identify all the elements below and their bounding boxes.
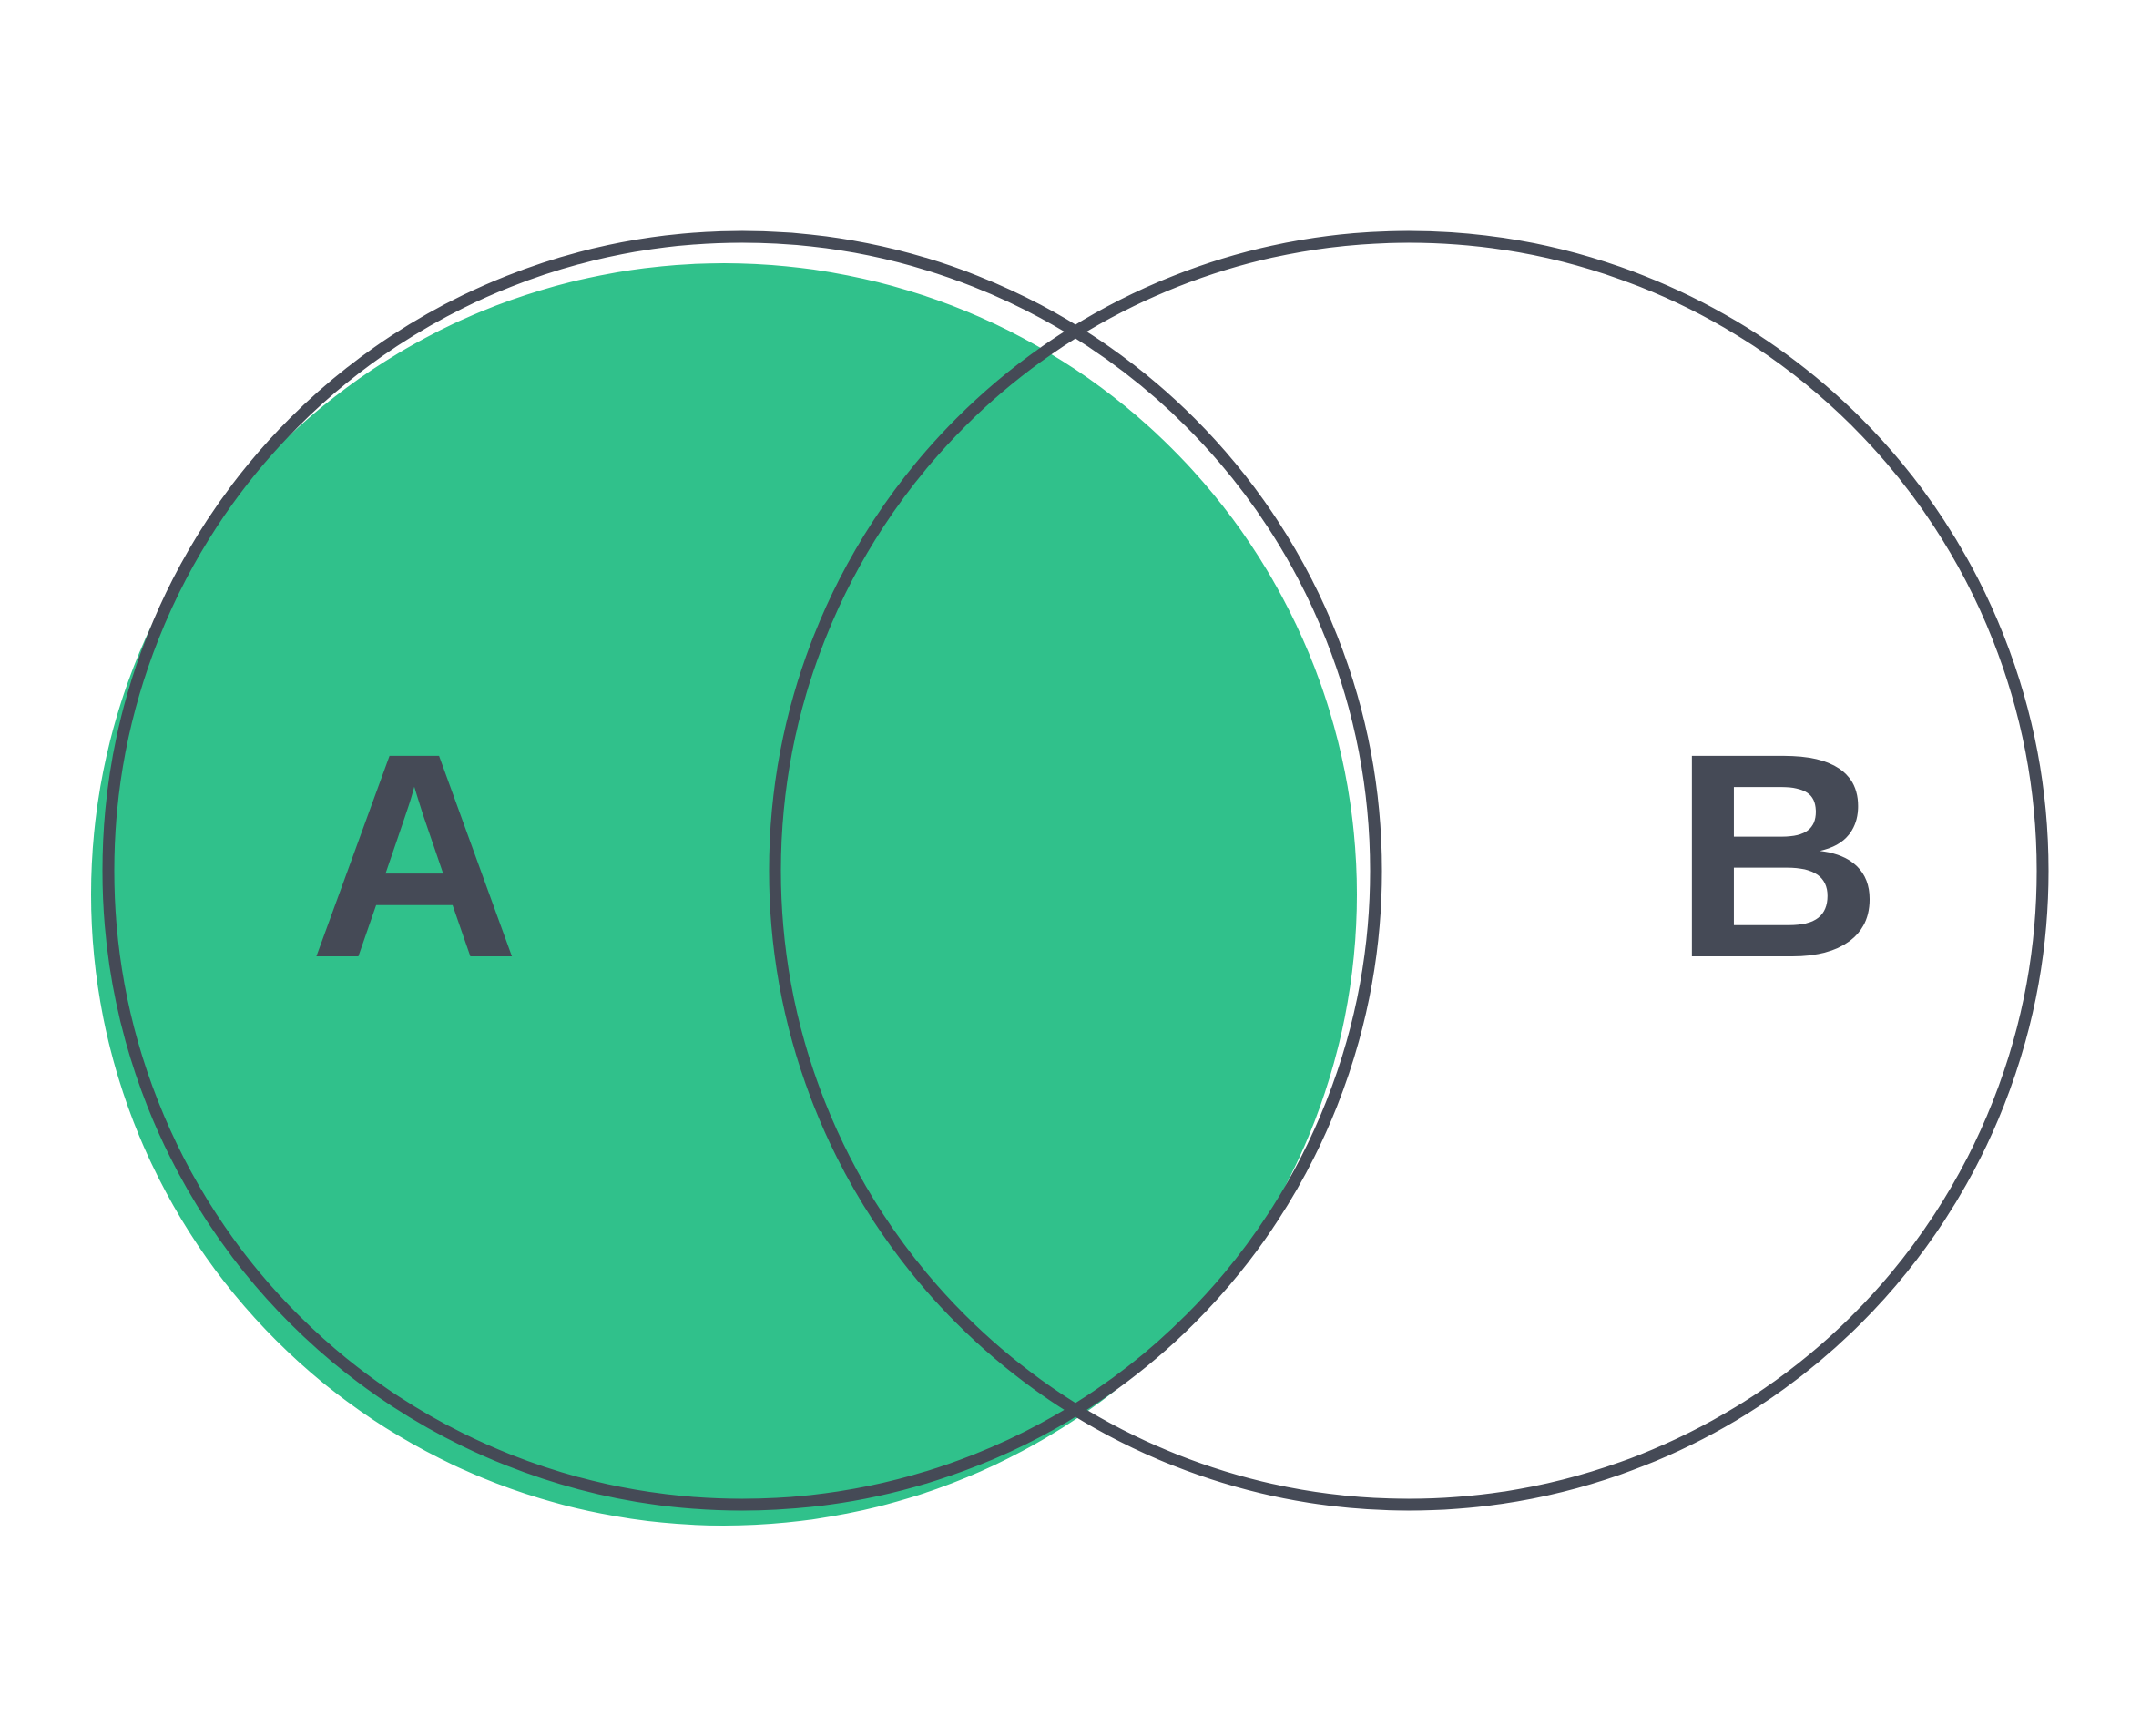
set-a-fill [91,263,1357,1526]
set-a-outline [102,230,1382,1511]
set-b-outline [769,230,2049,1511]
set-a-label: A [309,692,519,1018]
set-b-label: B [1672,692,1882,1018]
